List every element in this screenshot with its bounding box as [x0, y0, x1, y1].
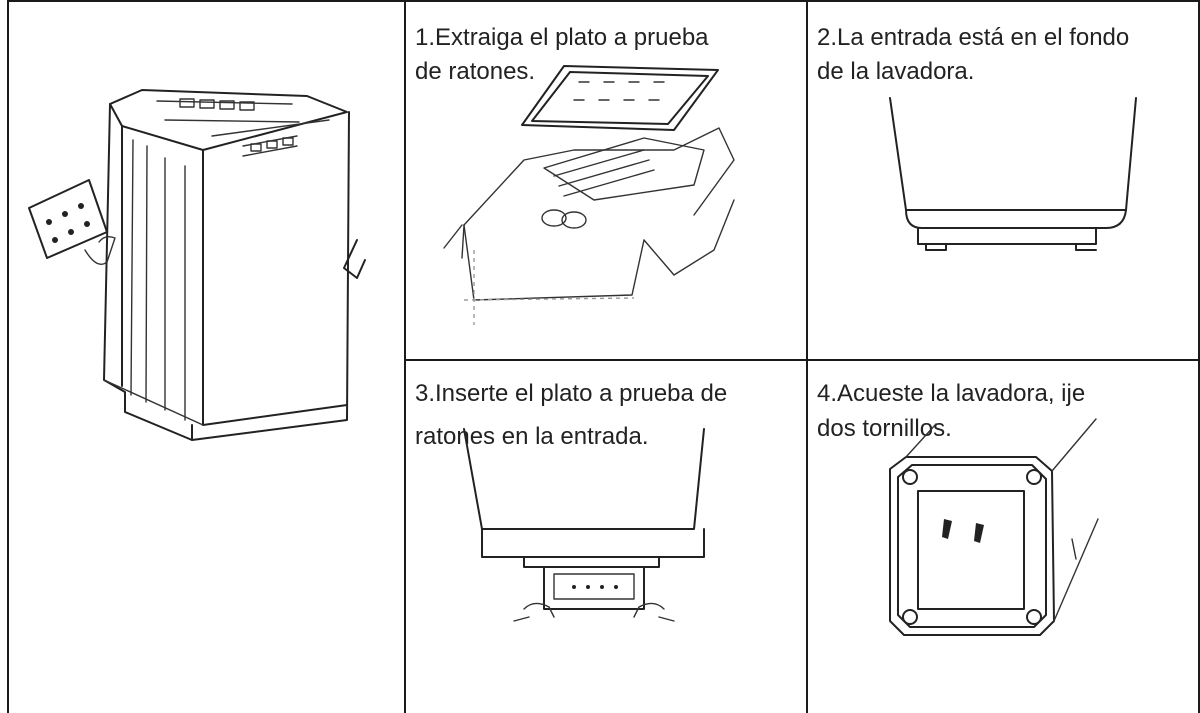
- column-divider-1: [404, 0, 406, 713]
- step-1-line-2: de ratones.: [415, 58, 536, 85]
- insert-plate-illustration: [463, 428, 705, 622]
- mouse-proof-plate-box-illustration: [443, 65, 735, 325]
- table-left-border: [7, 0, 9, 713]
- step-3-line-1: 3.Inserte el plato a prueba de: [415, 380, 728, 407]
- washing-machine-illustration: [28, 89, 366, 441]
- step-2-line-1: 2.La entrada está en el fondo: [817, 24, 1130, 51]
- table-right-border: [1198, 0, 1200, 713]
- row-divider: [404, 359, 1200, 361]
- step-2-line-2: de la lavadora.: [817, 58, 975, 85]
- step-3-line-2: ratones en la entrada.: [415, 423, 649, 450]
- instruction-table: 1.Extraiga el plato a prueba de ratones.…: [7, 0, 1200, 713]
- step-1-line-1: 1.Extraiga el plato a prueba: [415, 24, 709, 51]
- step-4-line-1: 4.Acueste la lavadora, ije: [817, 380, 1086, 407]
- column-divider-2: [806, 0, 808, 713]
- machine-base-screws-illustration: [889, 418, 1099, 636]
- table-top-border: [7, 0, 1200, 2]
- machine-bottom-illustration: [889, 97, 1137, 251]
- step-4-line-2: dos tornillos.: [817, 415, 952, 442]
